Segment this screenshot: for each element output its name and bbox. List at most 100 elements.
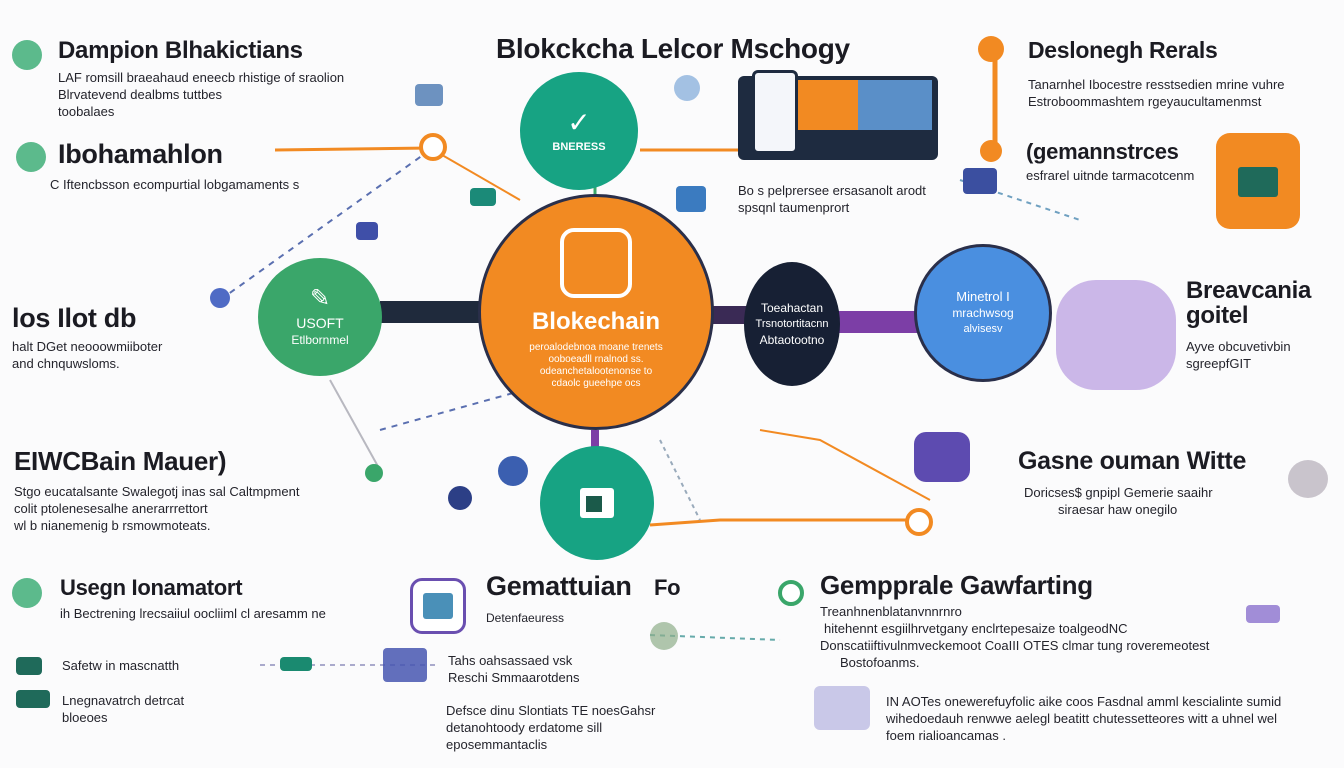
section-title-2: goitel: [1186, 302, 1249, 330]
section-title: Ibohamahlon: [58, 139, 223, 169]
document-card: [1216, 133, 1300, 229]
section-line: wihedoedauh renwwe aelegl beatitt chutes…: [886, 711, 1277, 726]
section-line: Blrvatevend dealbms tuttbes: [58, 87, 223, 103]
list-item: Lnegnavatrch detrcat: [62, 693, 185, 708]
bottom-green-node: [540, 446, 654, 560]
box-icon: [423, 593, 453, 619]
small-block-icon: [356, 222, 378, 240]
laptop-illustration: [738, 70, 938, 160]
node-line: Toeahactan: [760, 301, 824, 315]
image-icon: [415, 84, 443, 106]
link-orange-wave: [759, 429, 931, 501]
node-label: Blokechain: [531, 308, 661, 335]
dashboard-screen: [858, 80, 932, 130]
section-line: toobalaes: [58, 104, 115, 120]
section-title: Breavcania: [1186, 277, 1312, 304]
gear-icon: [448, 486, 472, 510]
section-top-middle: Bo s pelprersee ersasanolt arodt spsqnl …: [738, 182, 926, 216]
section-title: Dampion Blhakictians: [58, 37, 303, 64]
list-item: bloeoes: [62, 710, 108, 725]
violet-blob: [1056, 280, 1176, 390]
link-orange-diag: [429, 147, 521, 201]
chart-screen: [796, 80, 858, 130]
node-line: alvisesv: [963, 323, 1003, 335]
laptop-icon-small: [814, 686, 870, 730]
section-line: wl b nianemenig b rsmowmoteats.: [14, 518, 211, 534]
section-line: foem rialioancamas .: [886, 728, 1006, 743]
left-green-node: ✎ USOFT Etlbornmel: [258, 258, 382, 376]
section-line: Tahs oahsassaed vsk: [448, 653, 573, 668]
orange-ring-node: [419, 133, 447, 161]
node-line: Trsnotortitacnn: [755, 318, 829, 330]
section-title-suffix: Fo: [653, 575, 681, 600]
section-line: Doricses$ gnpipl Gemerie saaihr: [1024, 485, 1213, 501]
link-gray-left: [329, 379, 381, 471]
section-line: Reschi Smmaarotdens: [448, 670, 580, 685]
section-line: Ayve obcuvetivbin: [1186, 339, 1291, 355]
section-bottom-center-a: Tahs oahsassaed vsk Reschi Smmaarotdens: [448, 652, 580, 686]
list-item: Safetw in mascnatth: [62, 658, 180, 673]
section-title: los Ilot db: [12, 303, 137, 333]
list-chip-3: [280, 657, 312, 671]
section-title: Gemattuian: [486, 571, 632, 601]
teal-chip: [470, 188, 496, 206]
node-label: BNERESS: [552, 141, 606, 153]
section-title: Gasne ouman Witte: [1018, 447, 1247, 475]
link-dashed-bottom: [659, 439, 701, 521]
section-line: siraesar haw onegilo: [1058, 502, 1178, 518]
pen-icon: ✎: [309, 285, 331, 312]
cube-icon: [676, 186, 706, 212]
section-title: EIWCBain Mauer): [14, 446, 227, 476]
node-line: cdaolc gueehpe ocs: [551, 378, 641, 389]
section-line: LAF romsill braeahaud eneecb rhistige of…: [58, 70, 345, 86]
link-orange-upper-left: [274, 146, 431, 152]
section-line: eposemmantaclis: [446, 737, 548, 752]
cube-icon-right: [963, 168, 997, 194]
section-line: and chnquwsloms.: [12, 356, 120, 372]
section-title: Usegn Ionamatort: [60, 575, 243, 600]
section-line: detanohtoody erdatome sill: [446, 720, 603, 735]
section-line: halt DGet neooowmiiboter: [12, 339, 163, 355]
section-line: Treanhnenblatanvnnrnro: [820, 604, 962, 620]
list-chip-1: [16, 657, 42, 675]
violet-chip: [1246, 605, 1280, 623]
document-icon: [580, 488, 614, 518]
blue-faded-dot: [674, 75, 700, 101]
section-bottom-center-b: Defsce dinu Slontiats TE noesGahsr detan…: [446, 702, 655, 753]
section-line: sgreepfGIT: [1186, 356, 1252, 372]
page-title: Blokckcha Lelcor Mschogy: [496, 33, 850, 64]
orange-dot: [980, 140, 1002, 162]
chat-icon: [16, 142, 46, 172]
box-icon-frame: [410, 578, 466, 634]
section-line: Estroboommashtem rgeyaucultamenmst: [1028, 94, 1262, 110]
section-line: Bostofoanms.: [840, 655, 920, 671]
node-line: Abtaotootno: [759, 333, 825, 347]
section-line: esfrarel uitnde tarmacotcenm: [1026, 168, 1195, 184]
section-mid-left: los Ilot db halt DGet neooowmiiboter and…: [12, 304, 162, 372]
center-node: Blokechain peroalodebnoa moane trenets o…: [478, 194, 714, 430]
section-bottom-center: Gemattuian Fo Detenfaeuress: [486, 571, 681, 627]
section-line: Tanarnhel Ibocestre resstsedien mrine vu…: [1028, 77, 1285, 93]
node-sublabel: Etlbornmel: [291, 333, 349, 347]
check-icon: ✓: [567, 107, 591, 138]
section-lower-right: Gasne ouman Witte Doricses$ gnpipl Gemer…: [1018, 448, 1246, 518]
section-top-right: Deslonegh Rerals Tanarnhel Ibocestre res…: [1028, 38, 1285, 110]
section-title: (gemannstrces: [1026, 139, 1179, 164]
node-line: Minetrol I: [956, 289, 1010, 304]
orange-ring-node-2: [905, 508, 933, 536]
section-line: Bo s pelprersee ersasanolt arodt: [738, 183, 926, 198]
green-ring-node: [778, 580, 804, 606]
gray-sphere: [1288, 460, 1328, 498]
section-line: colit ptolenesesalhe anerarrrettort: [14, 501, 208, 517]
section-line: IN AOTes onewerefuyfolic aike coos Fasdn…: [886, 694, 1282, 709]
success-node: ✓ BNERESS: [520, 72, 638, 190]
section-line: Donscatiiftivulnmveckemoot CoaIII OTES c…: [820, 638, 1210, 654]
section-title: Deslonegh Rerals: [1028, 37, 1218, 63]
node-label: USOFT: [296, 315, 344, 331]
link-orange-bottom: [649, 518, 920, 527]
section-mid-right: Breavcania goitel Ayve obcuvetivbin sgre…: [1186, 278, 1311, 372]
section-upper-left: Ibohamahlon C Iftencbsson ecompurtial lo…: [50, 139, 299, 193]
section-line: Stgo eucatalsante Swalegotj inas sal Cal…: [14, 484, 300, 500]
section-line: ih Bectrening lrecsaiiul oocliiml cl are…: [60, 606, 326, 622]
spreadsheet-icon: [1238, 167, 1278, 197]
